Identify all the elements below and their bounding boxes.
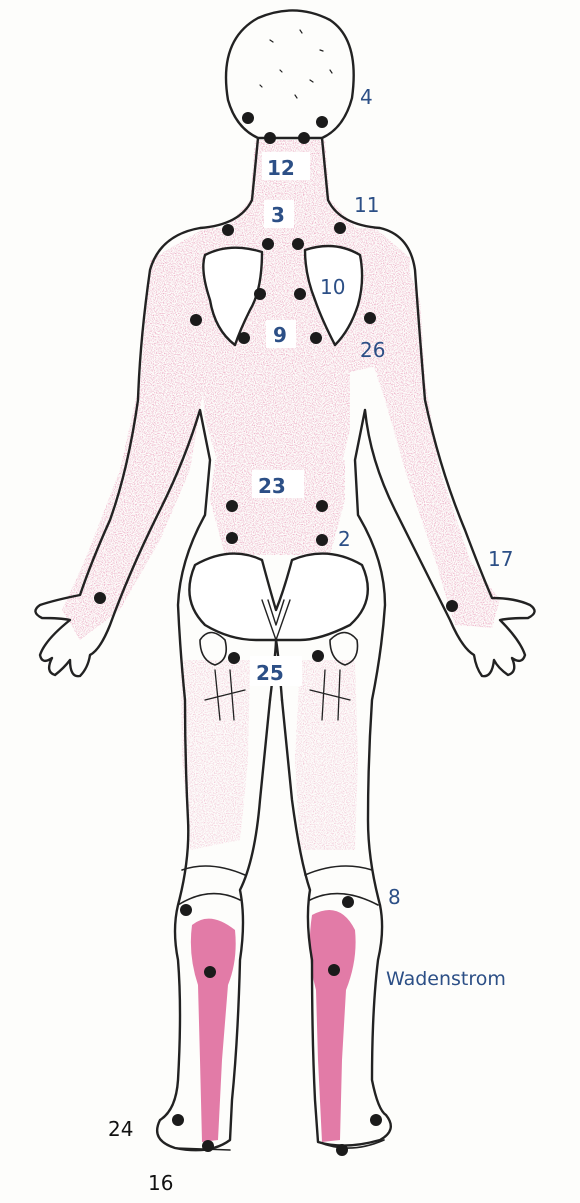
point-8-right [342, 896, 354, 908]
point-3-right [292, 238, 304, 250]
label-11: 11 [354, 193, 379, 217]
left-calf-stripe [191, 919, 236, 1142]
point-24-right [370, 1114, 382, 1126]
point-12-right [298, 132, 310, 144]
point-16-right [336, 1144, 348, 1156]
point-17-right [446, 600, 458, 612]
point-4-right [316, 116, 328, 128]
point-16-left [202, 1140, 214, 1152]
point-3-left [262, 238, 274, 250]
label-10: 10 [320, 275, 345, 299]
label-8: 8 [388, 885, 401, 909]
right-arm-shading [365, 260, 500, 628]
label-25: 25 [256, 661, 284, 685]
label-23: 23 [258, 474, 286, 498]
label-4: 4 [360, 85, 373, 109]
point-12-left [264, 132, 276, 144]
point-4-left [242, 112, 254, 124]
point-26-right [364, 312, 376, 324]
point-23-left [226, 500, 238, 512]
hair-scribbles [260, 30, 332, 98]
point-9-left [238, 332, 250, 344]
point-9-right [310, 332, 322, 344]
label-24: 24 [108, 1117, 133, 1141]
label-12: 12 [267, 156, 295, 180]
point-wadenstrom-left [204, 966, 216, 978]
label-wadenstrom: Wadenstrom [386, 968, 506, 990]
point-25-left [228, 652, 240, 664]
point-8-left [180, 904, 192, 916]
label-9: 9 [273, 323, 287, 347]
point-25-right [312, 650, 324, 662]
point-24-left [172, 1114, 184, 1126]
label-2: 2 [338, 527, 351, 551]
calf-shading [191, 910, 356, 1142]
point-26-left [190, 314, 202, 326]
left-knee [178, 866, 245, 905]
point-17-left [94, 592, 106, 604]
label-17: 17 [488, 547, 513, 571]
point-10-left [254, 288, 266, 300]
right-knee [305, 866, 378, 905]
point-2-left [226, 532, 238, 544]
point-2-right [316, 534, 328, 546]
point-23-right [316, 500, 328, 512]
point-11-left [222, 224, 234, 236]
point-11-right [334, 222, 346, 234]
label-26: 26 [360, 338, 385, 362]
point-wadenstrom-right [328, 964, 340, 976]
right-thigh-shading [295, 660, 358, 850]
pelvis-outline [189, 554, 367, 640]
left-thigh-shading [180, 660, 250, 850]
label-3: 3 [271, 203, 285, 227]
point-10-right [294, 288, 306, 300]
label-16: 16 [148, 1171, 173, 1195]
